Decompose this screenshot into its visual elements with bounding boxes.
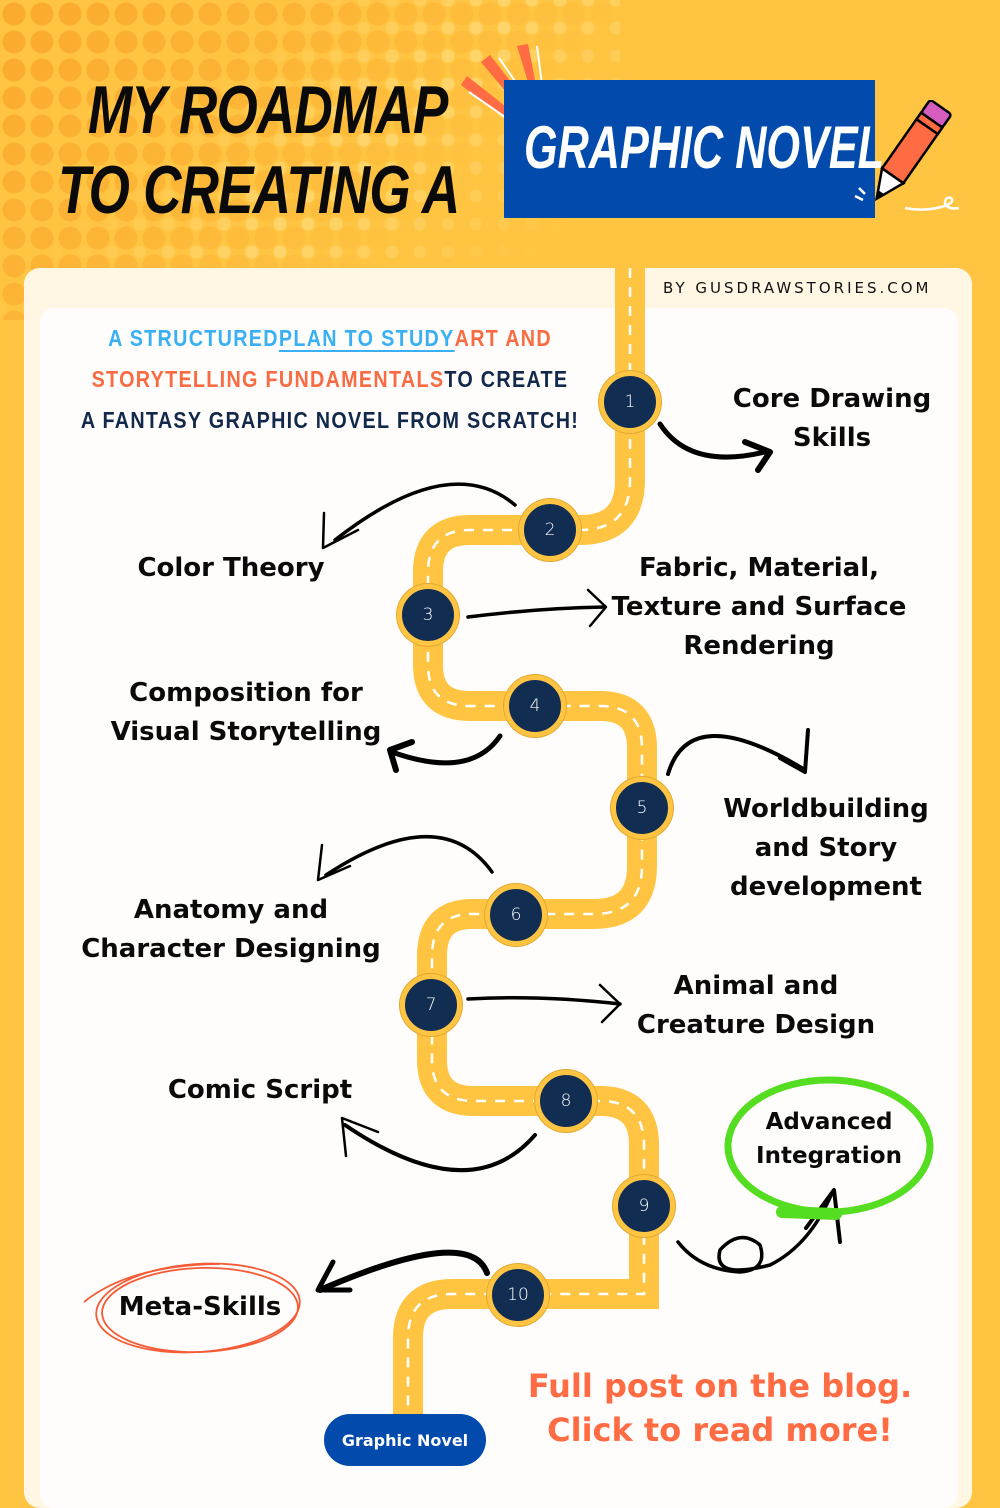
step-node-8[interactable]: 8 — [535, 1070, 597, 1132]
blog-cta-link[interactable]: Full post on the blog. Click to read mor… — [527, 1367, 913, 1449]
title-line-1: MY ROADMAP — [88, 72, 448, 148]
subtitle-text: A STRUCTURED — [108, 325, 279, 351]
step-label-2: Color Theory — [137, 553, 325, 583]
step-node-1[interactable]: 1 — [599, 371, 661, 433]
step-node-3[interactable]: 3 — [397, 584, 459, 646]
subtitle-text: ART AND — [454, 325, 552, 351]
subtitle-link[interactable]: PLAN TO STUDY — [278, 325, 455, 351]
subtitle-text: TO CREATE — [444, 366, 569, 392]
step-label-8: Comic Script — [167, 1075, 353, 1105]
step-label-10: Meta-Skills — [118, 1292, 282, 1322]
banner-text: GRAPHIC NOVEL — [524, 114, 885, 181]
step-node-2[interactable]: 2 — [519, 499, 581, 561]
goal-graphic-novel-button[interactable]: Graphic Novel — [324, 1414, 486, 1466]
step-node-10[interactable]: 10 — [487, 1264, 549, 1326]
step-node-7[interactable]: 7 — [400, 974, 462, 1036]
step-node-4[interactable]: 4 — [504, 675, 566, 737]
subtitle: A STRUCTURED PLAN TO STUDY ART AND STORY… — [40, 318, 620, 441]
pencil-icon — [854, 100, 960, 211]
subtitle-text: STORYTELLING FUNDAMENTALS — [91, 366, 445, 392]
byline[interactable]: BY GUSDRAWSTORIES.COM — [663, 279, 932, 297]
step-node-9[interactable]: 9 — [613, 1175, 675, 1237]
title-line-2: TO CREATING A — [58, 152, 460, 228]
step-node-6[interactable]: 6 — [485, 884, 547, 946]
highlight-circle-orange — [83, 1262, 301, 1354]
subtitle-text: A FANTASY GRAPHIC NOVEL FROM SCRATCH! — [80, 407, 580, 433]
title-banner: GRAPHIC NOVEL — [504, 80, 884, 218]
highlight-circle-green — [724, 1076, 934, 1220]
step-node-5[interactable]: 5 — [611, 777, 673, 839]
